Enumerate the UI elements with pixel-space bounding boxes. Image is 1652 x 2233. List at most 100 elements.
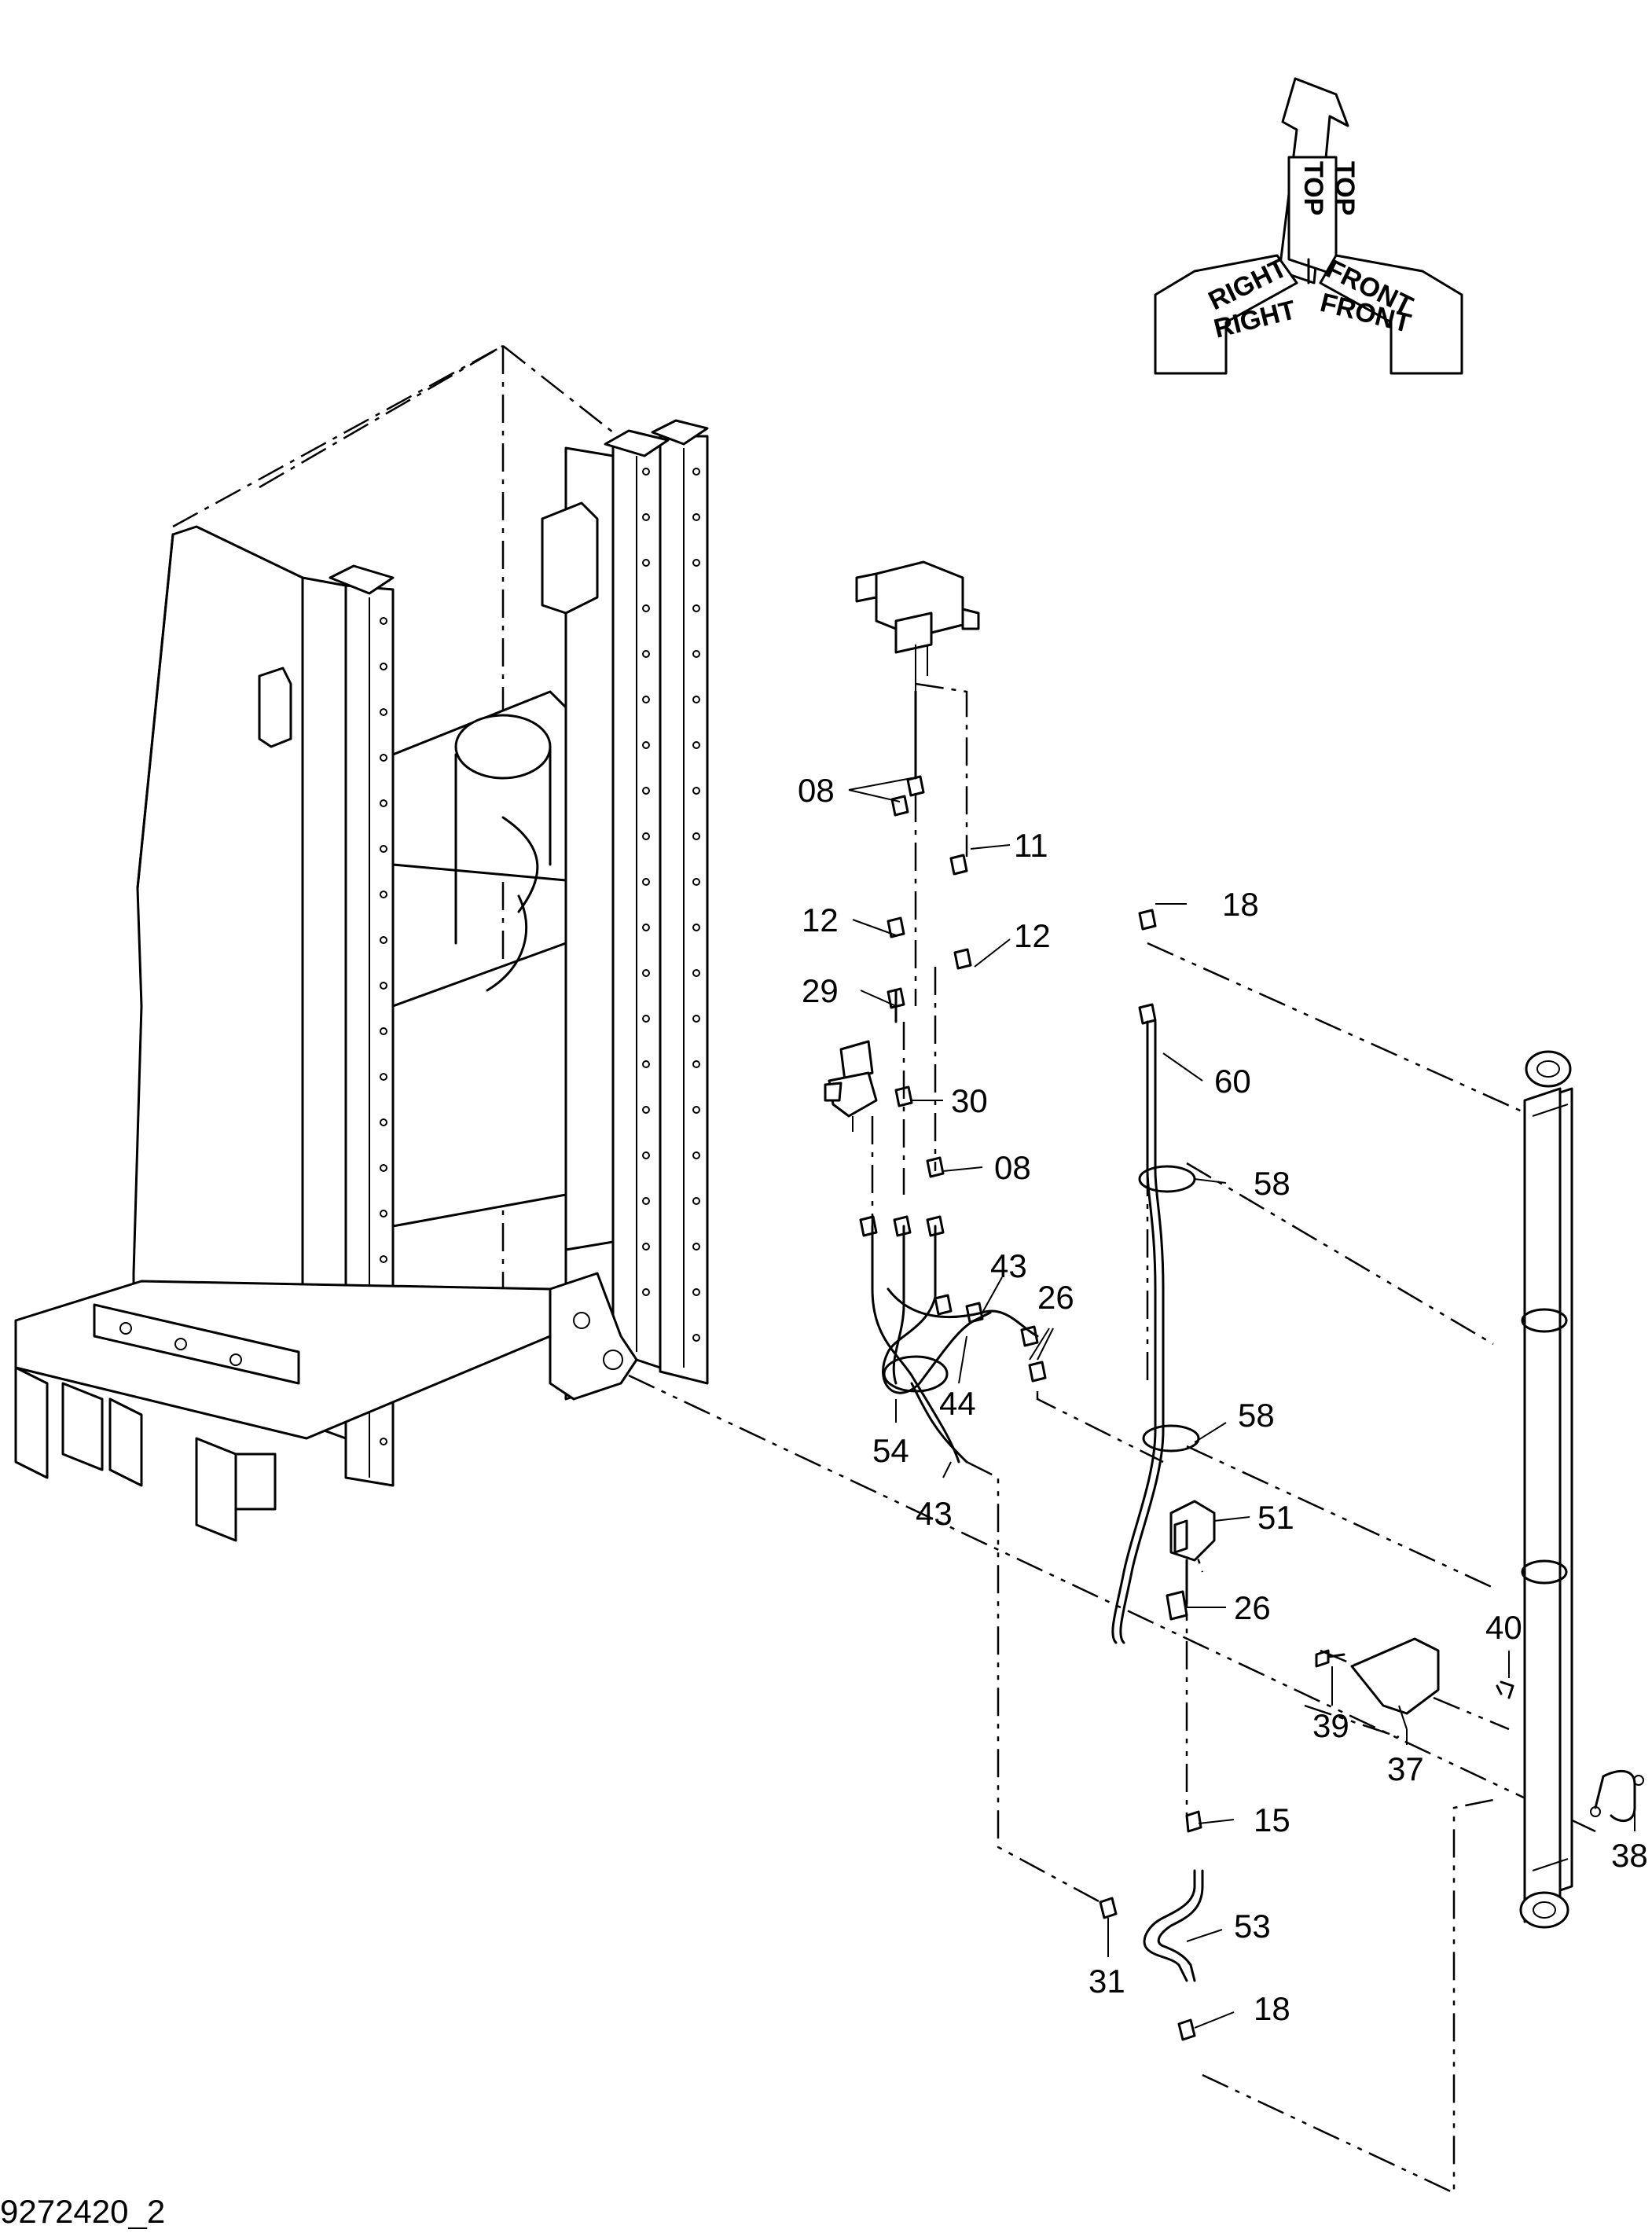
rail-hole <box>380 799 387 807</box>
callout-39: 39 <box>1312 1707 1349 1744</box>
rail-hole <box>692 468 700 476</box>
callout-53: 53 <box>1234 1908 1271 1945</box>
rail-hole <box>380 936 387 944</box>
callout-31: 31 <box>1088 1963 1125 2000</box>
callout-30: 30 <box>951 1082 988 1119</box>
callout-51: 51 <box>1257 1499 1294 1536</box>
rail-hole <box>380 754 387 762</box>
callout-labels: 08 11 12 12 29 30 08 18 60 58 43 26 44 5… <box>798 772 1648 2027</box>
rail-hole <box>380 617 387 625</box>
callout-15: 15 <box>1254 1801 1290 1838</box>
rail-hole <box>692 650 700 658</box>
rail-hole <box>692 1288 700 1296</box>
callout-54: 54 <box>872 1432 909 1469</box>
rail-hole <box>692 1151 700 1159</box>
callout-26b: 26 <box>1234 1589 1271 1626</box>
fitting <box>1138 909 1157 931</box>
mast-frame <box>14 344 709 1542</box>
hydraulic-cylinder <box>1519 1050 1573 1929</box>
callout-18b: 18 <box>1254 1990 1290 2027</box>
rail-hole <box>380 1073 387 1081</box>
rail-hole <box>642 787 650 795</box>
callout-12a: 12 <box>802 902 839 938</box>
fitting <box>859 1215 878 1237</box>
rail-hole <box>692 1243 700 1251</box>
rail-hole <box>642 1151 650 1159</box>
rail-hole <box>642 969 650 977</box>
rail-hole <box>642 696 650 703</box>
callout-58b: 58 <box>1238 1397 1275 1434</box>
rail-hole <box>642 1106 650 1114</box>
fitting <box>1028 1361 1047 1383</box>
fitting <box>1020 1325 1039 1347</box>
rail-hole <box>380 1164 387 1172</box>
rail-hole <box>380 1210 387 1217</box>
fitting <box>1138 1003 1157 1025</box>
rail-hole <box>692 513 700 521</box>
rail-hole <box>642 1015 650 1023</box>
rail-hole <box>380 982 387 990</box>
callout-43b: 43 <box>916 1495 953 1532</box>
rail-hole <box>692 1106 700 1114</box>
callout-60: 60 <box>1214 1063 1251 1100</box>
top-valve <box>855 560 980 692</box>
fitting <box>890 795 909 817</box>
rail-hole <box>380 1438 387 1445</box>
rail-hole <box>692 787 700 795</box>
orientation-top-label-2: TOP <box>1330 161 1360 215</box>
rail-hole <box>642 924 650 931</box>
callout-18a: 18 <box>1222 886 1259 923</box>
fitting <box>953 948 972 970</box>
callout-08b: 08 <box>994 1149 1031 1186</box>
rail-hole <box>692 559 700 567</box>
callout-38: 38 <box>1611 1837 1648 1874</box>
hydraulic-components <box>628 560 1644 2194</box>
rail-hole <box>692 1060 700 1068</box>
secondary-valve <box>824 1040 878 1132</box>
rail-hole <box>642 513 650 521</box>
fitting <box>934 1294 953 1316</box>
rail-hole <box>642 832 650 840</box>
fitting <box>893 1215 912 1237</box>
rail-hole <box>692 1197 700 1205</box>
rail-hole <box>380 1027 387 1035</box>
rail-hole <box>642 741 650 749</box>
rail-hole <box>692 696 700 703</box>
rail-hole <box>642 878 650 886</box>
rail-hole <box>642 1243 650 1251</box>
fitting <box>949 854 968 876</box>
rail-holes <box>380 468 700 1445</box>
callout-43a: 43 <box>990 1247 1027 1284</box>
rail-hole <box>692 969 700 977</box>
rail-hole <box>380 891 387 898</box>
rail-hole <box>642 559 650 567</box>
fitting <box>906 775 925 797</box>
orientation-indicator: TOP TOP RIGHT RIGHT FRONT FRONT <box>1154 77 1463 375</box>
rail-hole <box>380 1255 387 1263</box>
callout-26a: 26 <box>1037 1279 1074 1316</box>
rail-hole <box>380 1118 387 1126</box>
callout-37: 37 <box>1387 1750 1424 1787</box>
rail-hole <box>692 832 700 840</box>
rail-hole <box>642 468 650 476</box>
rail-hole <box>692 1334 700 1342</box>
callout-29: 29 <box>802 972 839 1009</box>
rail-hole <box>642 604 650 612</box>
callout-08a: 08 <box>798 772 835 809</box>
fitting <box>887 916 905 938</box>
rail-hole <box>642 1197 650 1205</box>
rail-hole <box>692 1015 700 1023</box>
callout-40: 40 <box>1485 1609 1522 1646</box>
callout-11: 11 <box>1014 827 1048 864</box>
rail-hole <box>642 650 650 658</box>
rail-hole <box>692 604 700 612</box>
callout-58a: 58 <box>1254 1165 1290 1202</box>
rail-hole <box>380 845 387 853</box>
callout-12b: 12 <box>1014 917 1051 954</box>
callout-44: 44 <box>939 1385 976 1422</box>
rail-hole <box>642 1060 650 1068</box>
rail-hole <box>692 741 700 749</box>
rail-hole <box>692 924 700 931</box>
